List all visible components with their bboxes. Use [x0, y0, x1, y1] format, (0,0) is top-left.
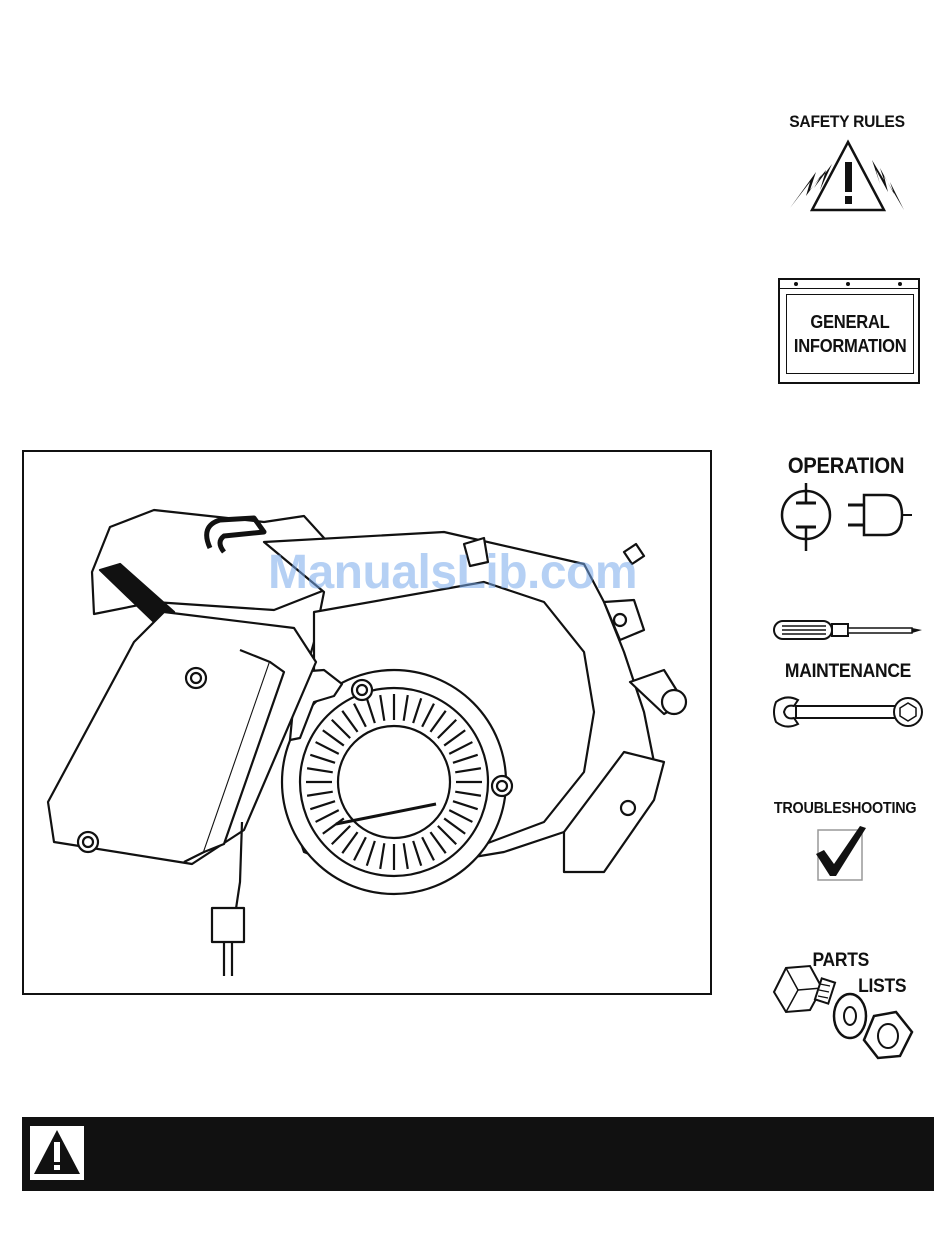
- warning-bar: [22, 1117, 934, 1191]
- watermark-text: ManualsLib.com: [268, 545, 637, 600]
- engine-drawing: [24, 452, 710, 993]
- warning-lightning-icon: [780, 134, 914, 218]
- maintenance-label: MAINTENANCE: [778, 661, 918, 683]
- warning-triangle-icon: [30, 1126, 84, 1180]
- screwdriver-icon: [772, 616, 924, 646]
- troubleshooting-section: TROUBLESHOOTING: [766, 800, 924, 885]
- checkmark-icon: [766, 824, 924, 886]
- general-label-line2: INFORMATION: [794, 334, 907, 358]
- operation-section: OPERATION: [776, 453, 916, 558]
- parts-lists-section: PARTS LISTS: [770, 948, 920, 1064]
- safety-rules-label: SAFETY RULES: [785, 112, 908, 132]
- general-label-line1: GENERAL: [810, 310, 889, 334]
- bolt-washer-nut-icon: [770, 948, 920, 1064]
- engine-illustration: [22, 450, 712, 995]
- safety-rules-section: SAFETY RULES: [780, 112, 914, 218]
- wrench-icon: [772, 692, 924, 732]
- troubleshooting-label: TROUBLESHOOTING: [774, 800, 916, 818]
- maintenance-section: MAINTENANCE: [772, 616, 924, 736]
- general-information-section: GENERAL INFORMATION: [778, 278, 918, 382]
- outlet-plug-icon: [776, 481, 916, 556]
- info-board-icon: GENERAL INFORMATION: [778, 278, 920, 384]
- operation-label: OPERATION: [782, 453, 911, 479]
